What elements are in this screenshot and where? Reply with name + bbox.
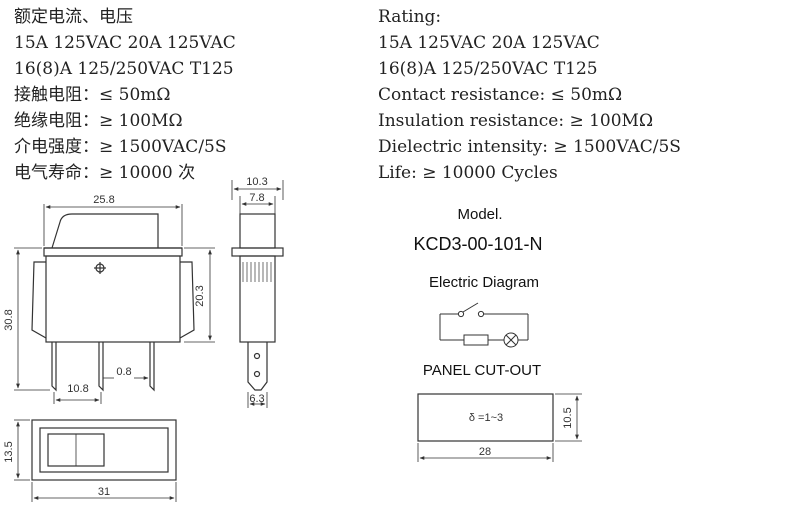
spec-en-rating: Rating: [378, 7, 442, 27]
switch-housing [43, 247, 183, 257]
spec-en-insulation-resistance: Insulation resistance: ≥ 100MΩ [378, 111, 654, 131]
dim-front-pin-thickness: 0.8 [116, 366, 131, 378]
resistor-symbol [463, 334, 489, 346]
dim-top-height: 13.5 [3, 441, 15, 462]
top-inner-frame [39, 427, 169, 473]
spec-cn-current-1: 15A 125VAC 20A 125VAC [14, 33, 236, 53]
front-view [14, 204, 215, 404]
cutout-delta-note: δ =1~3 [469, 412, 503, 424]
spec-cn-current-2: 16(8)A 125/250VAC T125 [14, 59, 234, 79]
dim-front-body-height: 20.3 [194, 285, 206, 306]
switch-contact-left [457, 310, 465, 318]
model-label: Model. [457, 206, 502, 223]
switch-lever [462, 302, 479, 313]
dim-side-width-inner: 7.8 [249, 192, 264, 204]
side-view [231, 180, 284, 408]
dim-cutout-height: 10.5 [562, 407, 574, 428]
dim-front-top-width: 25.8 [93, 194, 114, 206]
spec-cn-dielectric: 介电强度：≥ 1500VAC/5S [14, 137, 227, 157]
dim-front-total-height: 30.8 [3, 309, 15, 330]
top-view [14, 419, 177, 502]
side-pin [247, 342, 268, 391]
pin-middle [98, 342, 104, 392]
specs-chinese: 额定电流、电压 15A 125VAC 20A 125VAC 16(8)A 125… [14, 4, 236, 186]
spec-en-contact-resistance: Contact resistance: ≤ 50mΩ [378, 85, 623, 105]
dim-cutout-width: 28 [479, 446, 491, 458]
panel-cutout [417, 393, 582, 462]
dim-side-pin-width: 6.3 [249, 393, 264, 405]
side-bezel [231, 247, 284, 257]
model-number: KCD3-00-101-N [413, 234, 542, 254]
switch-body [45, 255, 181, 343]
spec-en-current-2: 16(8)A 125/250VAC T125 [378, 59, 598, 79]
pin-left [51, 342, 57, 392]
spec-en-current-1: 15A 125VAC 20A 125VAC [378, 33, 600, 53]
dim-top-width: 31 [98, 486, 110, 498]
spec-cn-insulation-resistance: 绝缘电阻：≥ 100MΩ [14, 111, 183, 131]
pin-right [149, 342, 155, 392]
spec-en-life: Life: ≥ 10000 Cycles [378, 163, 558, 183]
dim-front-pin-pitch: 10.8 [67, 383, 88, 395]
dim-side-width-top: 10.3 [246, 176, 267, 188]
electric-diagram [439, 302, 529, 348]
specs-english: Rating: 15A 125VAC 20A 125VAC 16(8)A 125… [378, 4, 681, 186]
cutout-rectangle [417, 393, 554, 442]
spec-en-dielectric: Dielectric intensity: ≥ 1500VAC/5S [378, 137, 681, 157]
electric-diagram-title: Electric Diagram [429, 274, 539, 291]
spec-cn-contact-resistance: 接触电阻：≤ 50mΩ [14, 85, 171, 105]
spec-cn-rating: 额定电流、电压 [14, 7, 133, 27]
snap-clip-right [179, 261, 195, 339]
panel-cutout-title: PANEL CUT-OUT [423, 362, 541, 379]
rocker-actuator [51, 213, 159, 249]
switch-contact-right [477, 310, 485, 318]
side-actuator [239, 213, 276, 249]
top-outer-frame [31, 419, 177, 481]
side-body [239, 255, 276, 343]
spec-cn-life: 电气寿命：≥ 10000 次 [14, 163, 196, 183]
snap-clip-left [31, 261, 47, 339]
